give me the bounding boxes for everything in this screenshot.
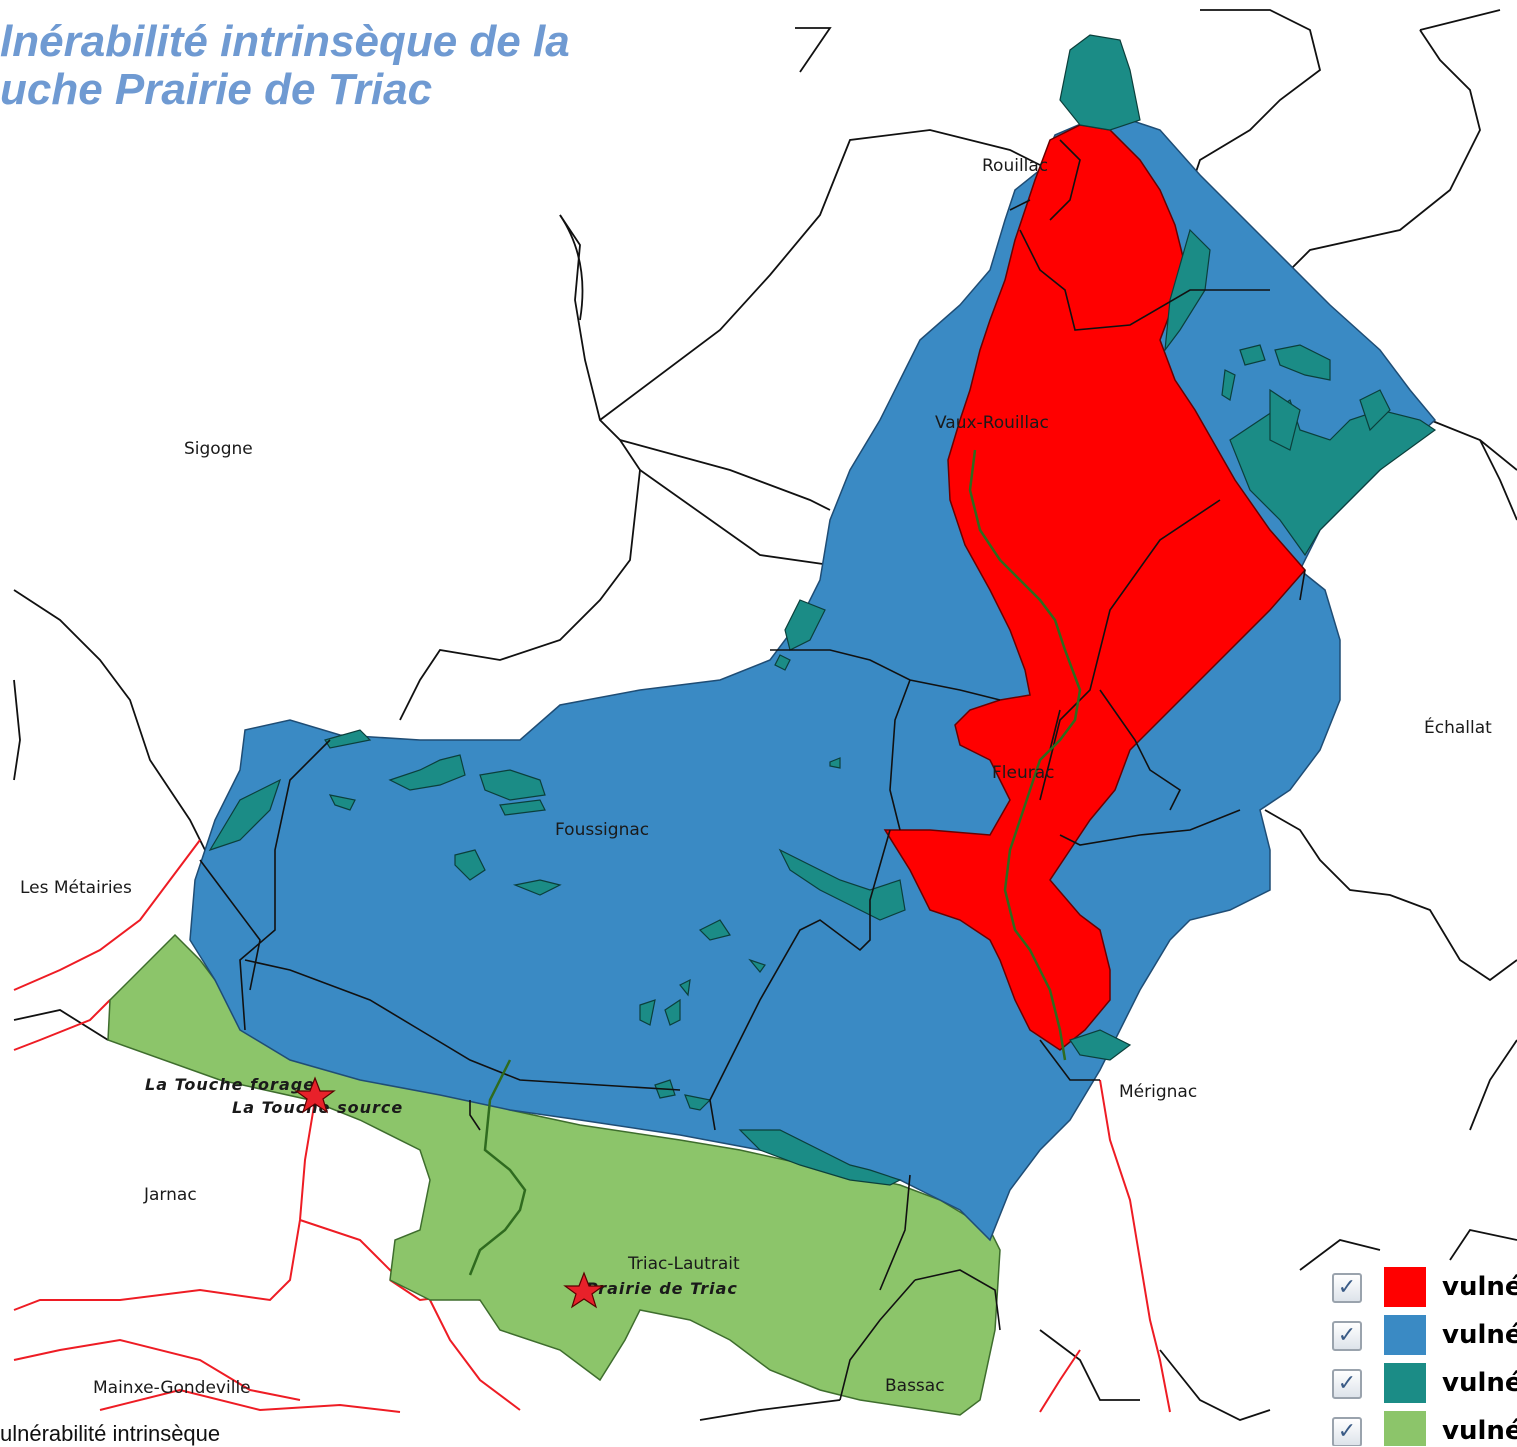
place-label-echallat: Échallat	[1424, 716, 1492, 738]
legend-label-3: vulné	[1442, 1368, 1517, 1398]
place-label-vaux-rouillac: Vaux-Rouillac	[935, 413, 1049, 433]
legend-panel: ✓ vulné ✓ vulné ✓ vulné ✓ vulné	[1330, 1262, 1517, 1446]
place-label-mainxe-gondeville: Mainxe-Gondeville	[93, 1378, 251, 1398]
map-caption: ulnérabilité intrinsèque	[0, 1421, 221, 1446]
legend-item-1[interactable]: ✓ vulné	[1330, 1267, 1517, 1307]
place-label-les-metairies: Les Métairies	[20, 878, 132, 898]
legend-item-2[interactable]: ✓ vulné	[1330, 1315, 1517, 1355]
place-labels: Rouillac Vaux-Rouillac Sigogne Échallat …	[20, 156, 1492, 1398]
site-label-la-touche-source: La Touche source	[232, 1098, 403, 1117]
legend-checkbox-4[interactable]: ✓	[1332, 1417, 1362, 1446]
map-title: lnérabilité intrinsèque de la uche Prair…	[0, 18, 570, 114]
star-icon	[563, 1271, 605, 1309]
place-label-rouillac: Rouillac	[982, 156, 1048, 176]
legend-swatch-1	[1384, 1267, 1426, 1307]
legend-label-1: vulné	[1442, 1272, 1517, 1302]
legend-swatch-4	[1384, 1411, 1426, 1446]
place-label-jarnac: Jarnac	[143, 1185, 197, 1205]
map-title-line-1: lnérabilité intrinsèque de la	[0, 17, 570, 66]
zone-teal	[208, 34, 1437, 1186]
legend-checkbox-1[interactable]: ✓	[1332, 1273, 1362, 1303]
legend-checkbox-3[interactable]: ✓	[1332, 1369, 1362, 1399]
legend-swatch-3	[1384, 1363, 1426, 1403]
place-label-foussignac: Foussignac	[555, 820, 649, 840]
legend-item-3[interactable]: ✓ vulné	[1330, 1363, 1517, 1403]
place-label-fleurac: Fleurac	[992, 763, 1055, 783]
legend-item-4[interactable]: ✓ vulné	[1330, 1411, 1517, 1446]
site-label-la-touche-forage: La Touche forage	[145, 1075, 315, 1094]
place-label-triac-lautrait: Triac-Lautrait	[627, 1254, 740, 1274]
legend-checkbox-2[interactable]: ✓	[1332, 1321, 1362, 1351]
interior-boundaries	[199, 139, 1306, 1401]
place-label-sigogne: Sigogne	[184, 439, 253, 459]
legend-swatch-2	[1384, 1315, 1426, 1355]
site-label-prairie-de-triac: Prairie de Triac	[586, 1279, 738, 1298]
commune-boundaries	[13, 9, 1517, 1421]
map-title-line-2: uche Prairie de Triac	[0, 65, 433, 114]
road-network	[13, 839, 1171, 1413]
legend-label-2: vulné	[1442, 1320, 1517, 1350]
star-icon	[294, 1076, 336, 1114]
place-label-bassac: Bassac	[885, 1376, 945, 1396]
intake-sites: La Touche forage La Touche source Prairi…	[145, 1075, 738, 1309]
river	[468, 449, 1082, 1276]
zone-blue	[189, 119, 1437, 1242]
place-label-merignac: Mérignac	[1119, 1082, 1197, 1102]
zone-red	[883, 124, 1306, 1051]
legend-label-4: vulné	[1442, 1416, 1517, 1446]
